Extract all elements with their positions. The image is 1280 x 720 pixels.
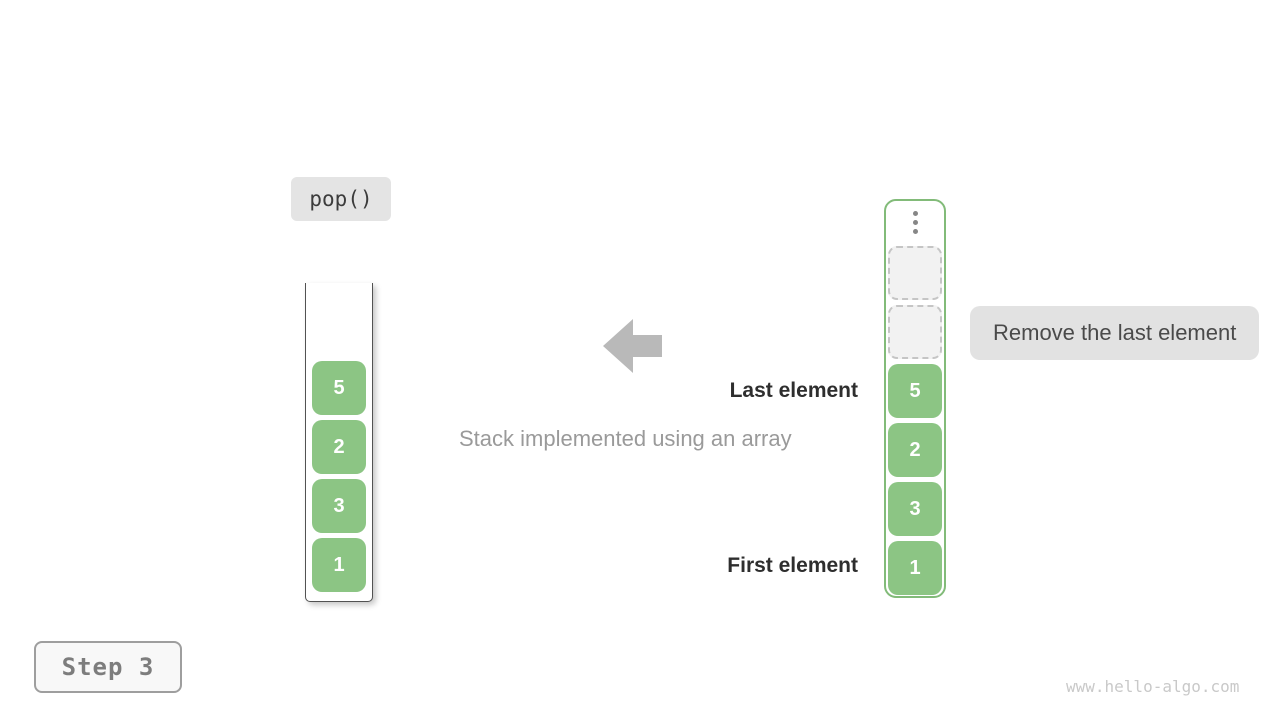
stack-cell: 2 <box>888 423 942 477</box>
stack-cell: 5 <box>888 364 942 418</box>
step-badge: Step 3 <box>34 641 182 693</box>
pop-operation-label: pop() <box>291 177 391 221</box>
stack-cell: 1 <box>888 541 942 595</box>
last-element-label: Last element <box>729 379 858 402</box>
stack-after-container: 5 2 3 1 <box>884 199 946 598</box>
watermark: www.hello-algo.com <box>1066 677 1240 696</box>
stack-cell: 1 <box>312 538 366 592</box>
annotation-label: Remove the last element <box>970 306 1260 360</box>
empty-slot <box>888 246 942 300</box>
stack-cell: 2 <box>312 420 366 474</box>
empty-slot <box>888 305 942 359</box>
stack-cell: 3 <box>888 482 942 536</box>
vertical-ellipsis-icon <box>912 211 918 234</box>
pop-direction-arrow-icon <box>603 319 662 373</box>
stack-before-container: 5 2 3 1 <box>305 283 373 602</box>
first-element-label: First element <box>727 554 858 577</box>
diagram-caption: Stack implemented using an array <box>459 426 792 451</box>
stack-cell: 5 <box>312 361 366 415</box>
stack-cell: 3 <box>312 479 366 533</box>
